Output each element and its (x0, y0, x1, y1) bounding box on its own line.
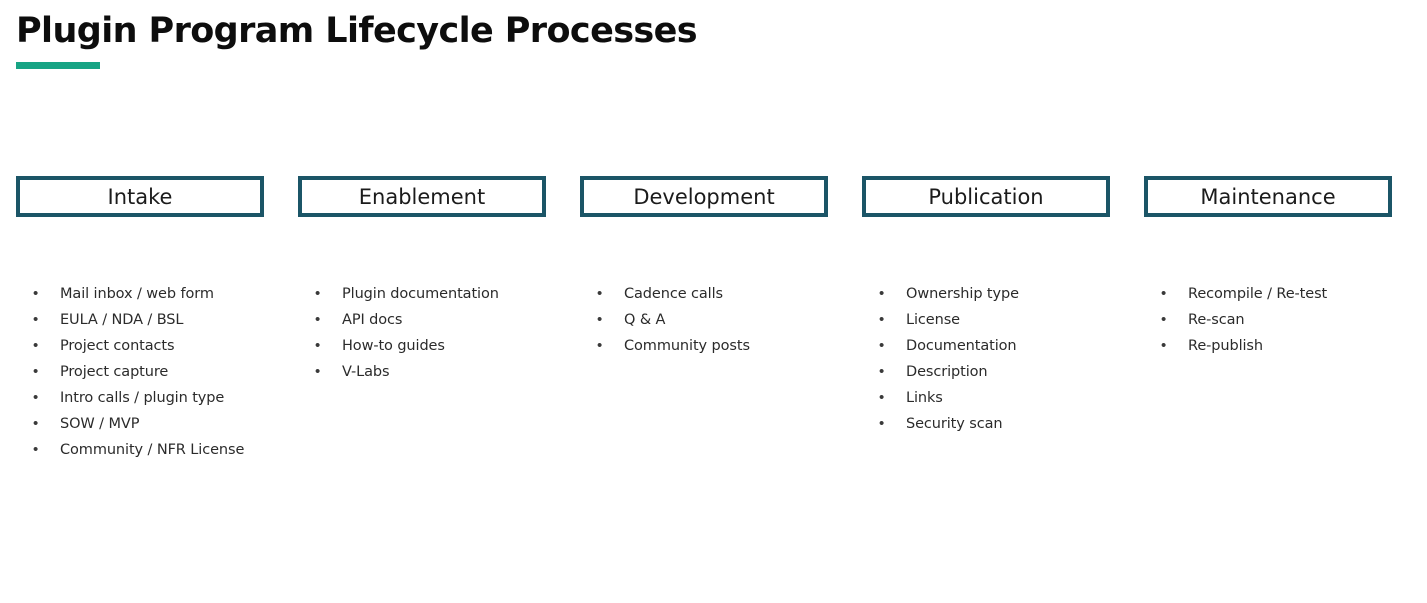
phase-label: Maintenance (1200, 184, 1336, 209)
list-item-label: Project contacts (60, 338, 175, 354)
bullet-icon: • (1161, 311, 1167, 328)
list-item: • EULA / NDA / BSL (30, 307, 264, 333)
bullet-icon: • (879, 415, 885, 432)
bullet-list-enablement: • Plugin documentation • API docs • How-… (312, 281, 546, 385)
lifecycle-column-intake: Intake • Mail inbox / web form • EULA / … (16, 176, 264, 463)
list-item: • Community / NFR License (30, 437, 264, 463)
bullet-icon: • (879, 389, 885, 406)
list-item-label: Intro calls / plugin type (60, 390, 225, 406)
list-item: • License (876, 307, 1110, 333)
bullet-icon: • (315, 285, 321, 302)
list-item: • Description (876, 359, 1110, 385)
bullet-icon: • (33, 389, 39, 406)
bullet-icon: • (1161, 337, 1167, 354)
bullet-icon: • (879, 363, 885, 380)
phase-header-publication[interactable]: Publication (862, 176, 1110, 217)
title-accent-bar (16, 62, 100, 69)
bullet-icon: • (315, 337, 321, 354)
bullet-icon: • (315, 311, 321, 328)
bullet-icon: • (597, 337, 603, 354)
bullet-icon: • (879, 311, 885, 328)
phase-header-intake[interactable]: Intake (16, 176, 264, 217)
list-item: • Security scan (876, 411, 1110, 437)
list-item-label: Documentation (906, 338, 1017, 354)
lifecycle-column-development: Development • Cadence calls • Q & A • Co… (580, 176, 828, 359)
phase-label: Publication (928, 184, 1044, 209)
bullet-icon: • (33, 363, 39, 380)
list-item-label: Links (906, 390, 943, 406)
list-item: • V-Labs (312, 359, 546, 385)
list-item: • Q & A (594, 307, 828, 333)
list-item-label: Q & A (624, 312, 666, 328)
bullet-list-maintenance: • Recompile / Re-test • Re-scan • Re-pub… (1158, 281, 1392, 359)
list-item-label: How-to guides (342, 338, 445, 354)
list-item: • Ownership type (876, 281, 1110, 307)
bullet-icon: • (1161, 285, 1167, 302)
list-item: • How-to guides (312, 333, 546, 359)
list-item-label: Ownership type (906, 286, 1019, 302)
lifecycle-column-maintenance: Maintenance • Recompile / Re-test • Re-s… (1144, 176, 1392, 359)
list-item: • Project capture (30, 359, 264, 385)
list-item: • Documentation (876, 333, 1110, 359)
list-item-label: Recompile / Re-test (1188, 286, 1328, 302)
bullet-icon: • (597, 285, 603, 302)
list-item: • Cadence calls (594, 281, 828, 307)
list-item-label: Community / NFR License (60, 442, 245, 458)
list-item: • Intro calls / plugin type (30, 385, 264, 411)
bullet-icon: • (33, 337, 39, 354)
list-item: • Project contacts (30, 333, 264, 359)
list-item: • API docs (312, 307, 546, 333)
list-item-label: V-Labs (342, 364, 390, 380)
list-item-label: Plugin documentation (342, 286, 499, 302)
bullet-icon: • (33, 285, 39, 302)
list-item: • Re-publish (1158, 333, 1392, 359)
bullet-icon: • (33, 311, 39, 328)
title-block: Plugin Program Lifecycle Processes (16, 8, 698, 69)
phase-label: Enablement (358, 184, 486, 209)
lifecycle-column-enablement: Enablement • Plugin documentation • API … (298, 176, 546, 385)
bullet-icon: • (33, 415, 39, 432)
bullet-icon: • (315, 363, 321, 380)
list-item-label: License (906, 312, 960, 328)
phase-header-development[interactable]: Development (580, 176, 828, 217)
lifecycle-column-publication: Publication • Ownership type • License •… (862, 176, 1110, 437)
list-item: • Links (876, 385, 1110, 411)
page-title: Plugin Program Lifecycle Processes (16, 11, 698, 51)
list-item-label: Cadence calls (624, 286, 723, 302)
list-item-label: Mail inbox / web form (60, 286, 214, 302)
list-item-label: Security scan (906, 416, 1003, 432)
list-item-label: Project capture (60, 364, 169, 380)
list-item-label: Re-publish (1188, 338, 1263, 354)
bullet-list-intake: • Mail inbox / web form • EULA / NDA / B… (30, 281, 264, 463)
bullet-list-publication: • Ownership type • License • Documentati… (876, 281, 1110, 437)
phase-label: Development (633, 184, 775, 209)
list-item-label: SOW / MVP (60, 416, 140, 432)
list-item-label: Community posts (624, 338, 750, 354)
list-item: • SOW / MVP (30, 411, 264, 437)
phase-label: Intake (107, 184, 173, 209)
bullet-icon: • (879, 337, 885, 354)
list-item-label: Description (906, 364, 988, 380)
lifecycle-columns: Intake • Mail inbox / web form • EULA / … (16, 176, 1396, 463)
list-item: • Mail inbox / web form (30, 281, 264, 307)
list-item-label: EULA / NDA / BSL (60, 312, 184, 328)
list-item: • Community posts (594, 333, 828, 359)
list-item-label: API docs (342, 312, 403, 328)
bullet-icon: • (597, 311, 603, 328)
bullet-icon: • (879, 285, 885, 302)
list-item: • Plugin documentation (312, 281, 546, 307)
phase-header-enablement[interactable]: Enablement (298, 176, 546, 217)
list-item-label: Re-scan (1188, 312, 1245, 328)
list-item: • Re-scan (1158, 307, 1392, 333)
phase-header-maintenance[interactable]: Maintenance (1144, 176, 1392, 217)
list-item: • Recompile / Re-test (1158, 281, 1392, 307)
bullet-list-development: • Cadence calls • Q & A • Community post… (594, 281, 828, 359)
bullet-icon: • (33, 441, 39, 458)
